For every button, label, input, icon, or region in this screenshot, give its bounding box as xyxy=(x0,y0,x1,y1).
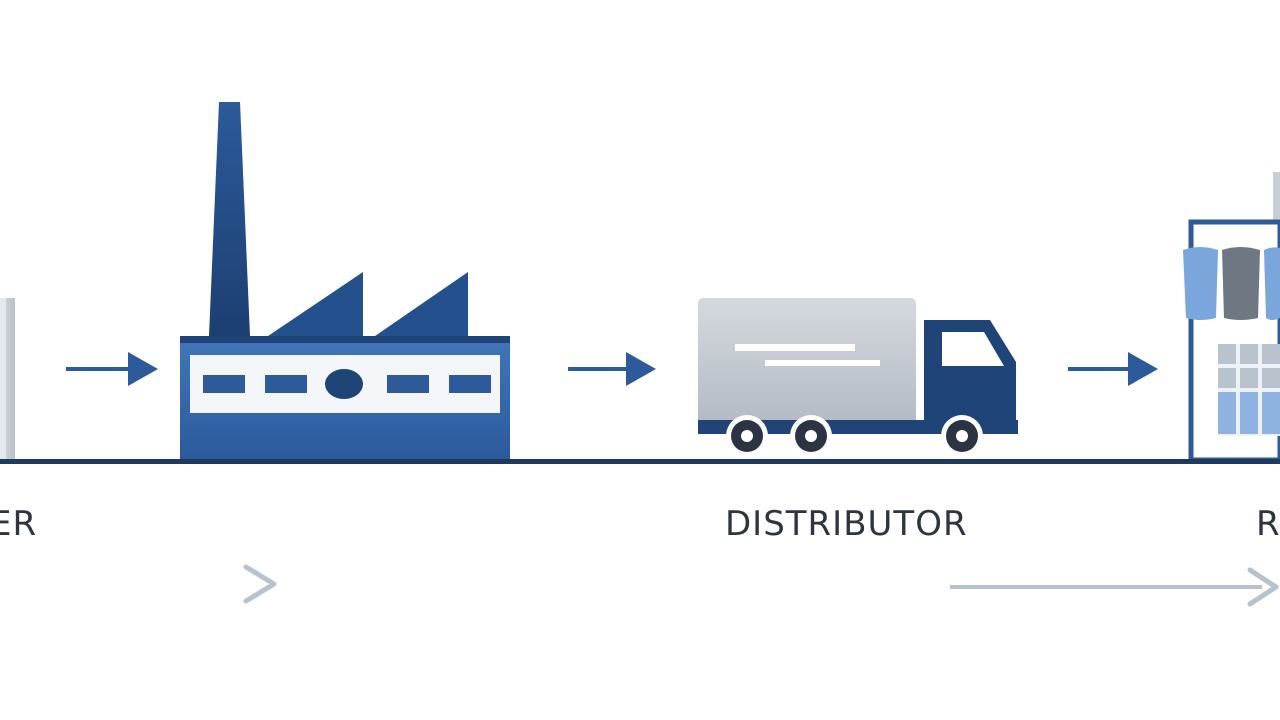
storefront-icon xyxy=(1183,172,1280,463)
stage-label-retailer: R xyxy=(1256,504,1280,544)
delivery-truck-icon xyxy=(698,298,1018,457)
flow-arrow-icon xyxy=(1068,352,1158,386)
flow-arrow-icon xyxy=(950,567,1279,607)
factory-icon xyxy=(180,102,510,460)
flow-arrow-icon xyxy=(66,352,158,386)
warehouse-icon xyxy=(0,298,15,460)
stage-label-distributor: DISTRIBUTOR xyxy=(725,504,968,544)
flow-arrow-icon xyxy=(0,564,277,604)
stage-label-supplier: ER xyxy=(0,504,38,544)
timeline-baseline xyxy=(0,459,1280,464)
flow-arrow-icon xyxy=(568,352,656,386)
